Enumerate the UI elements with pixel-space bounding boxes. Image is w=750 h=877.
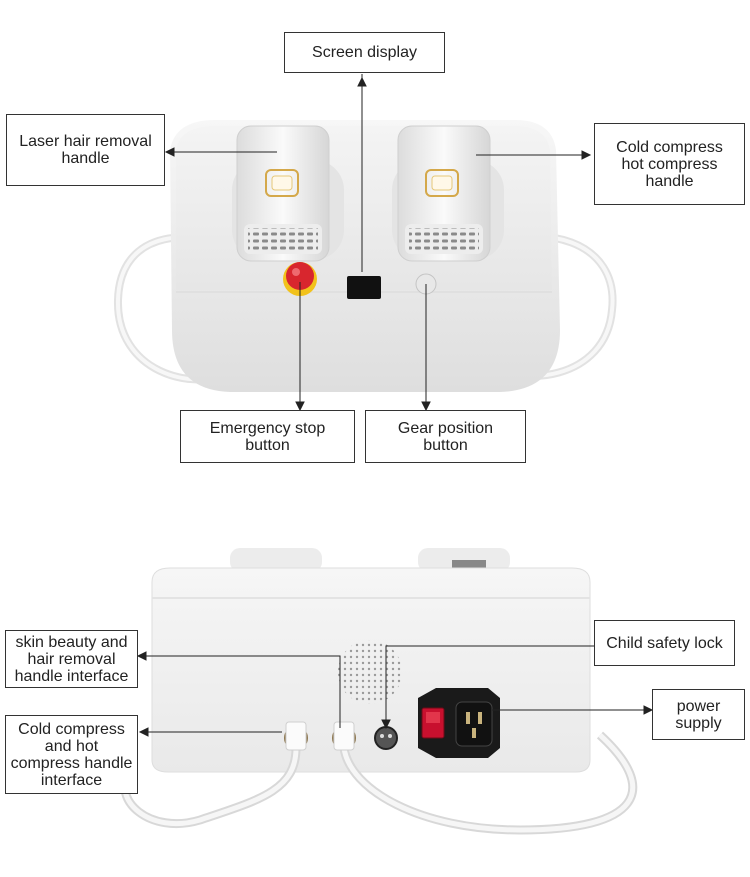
bottom-callout-lines: [136, 645, 654, 737]
top-callout-lines: [164, 74, 592, 412]
cold-hot-handle-graphic: [397, 125, 491, 262]
back-device-view: [120, 548, 638, 835]
label-child-safety-lock: Child safety lock: [594, 620, 735, 666]
label-power-supply: power supply: [652, 689, 745, 740]
label-laser-handle: Laser hair removal handle: [6, 114, 165, 186]
screen-graphic: [347, 276, 381, 299]
label-cold-hot-handle: Cold compress hot compress handle: [594, 123, 745, 205]
label-screen-display: Screen display: [284, 32, 445, 73]
label-gear-position: Gear position button: [365, 410, 526, 463]
top-device-view: [113, 120, 617, 392]
laser-handle-graphic: [236, 125, 330, 262]
label-skin-beauty-interface: skin beauty and hair removal handle inte…: [5, 630, 138, 688]
label-cold-hot-interface: Cold compress and hot compress handle in…: [5, 715, 138, 794]
emergency-stop-graphic: [283, 262, 317, 296]
label-emergency-stop: Emergency stop button: [180, 410, 355, 463]
